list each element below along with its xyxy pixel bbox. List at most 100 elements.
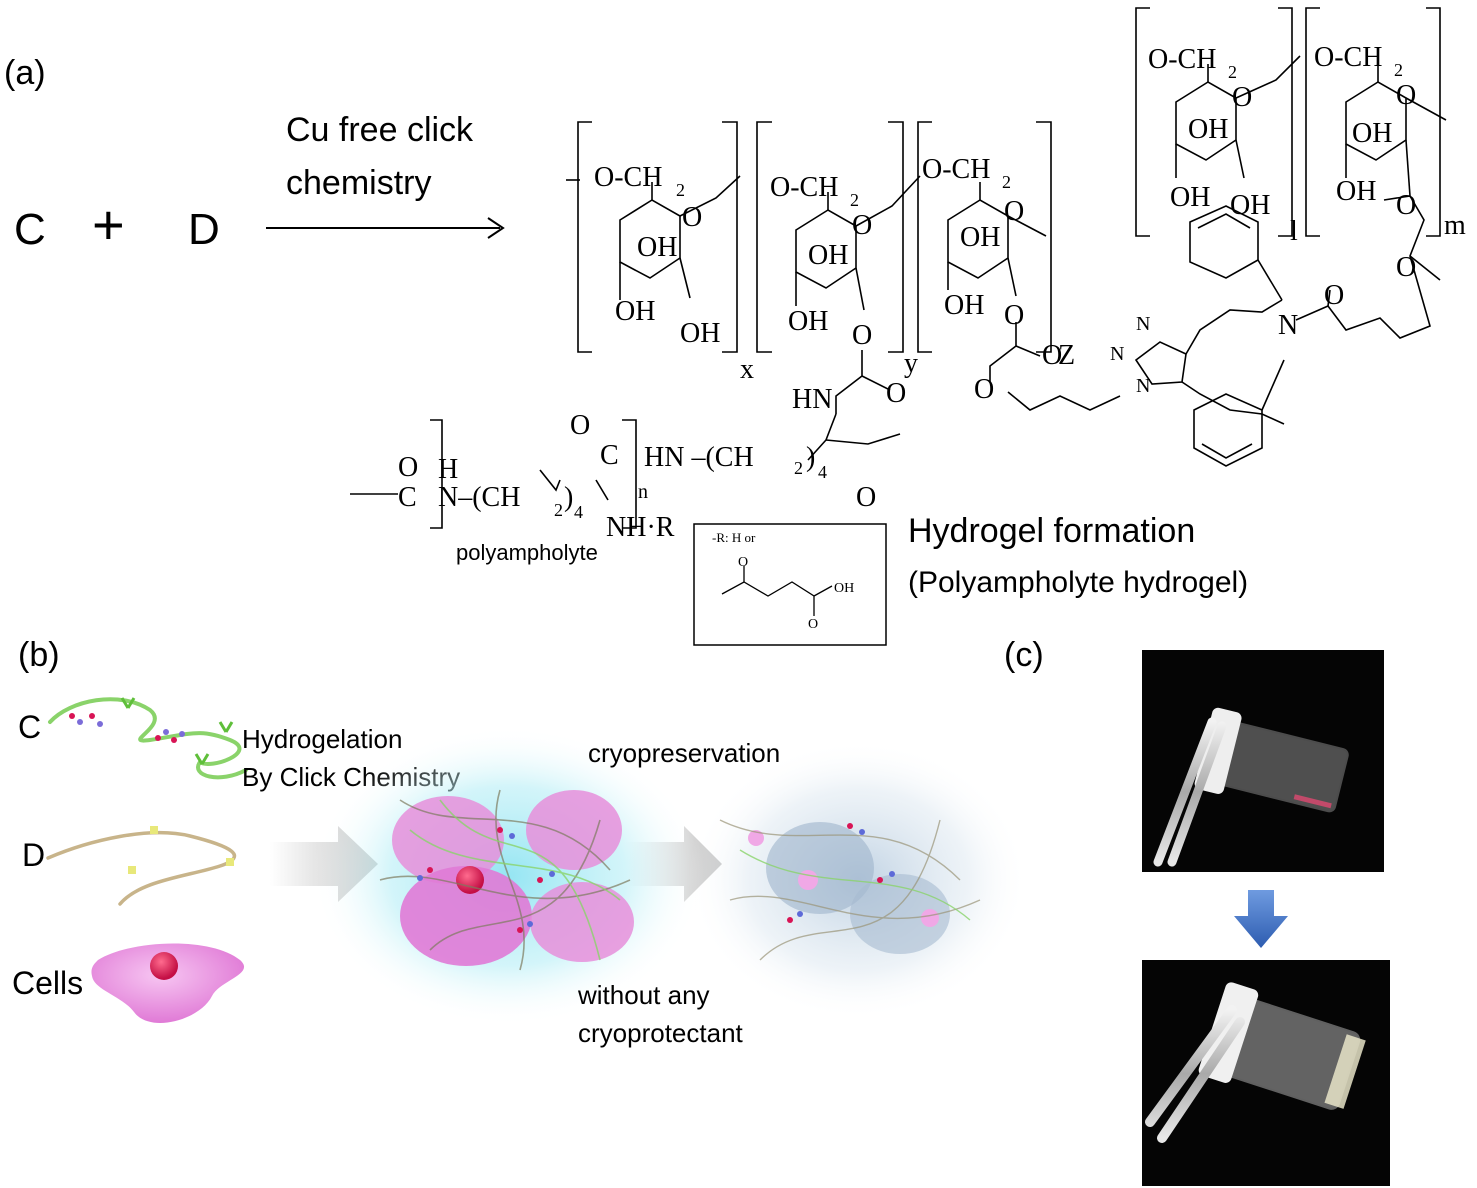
reaction-arrow — [266, 217, 505, 239]
panel-c-label: (c) — [1004, 636, 1044, 674]
c-strand-label: C — [18, 709, 41, 745]
ring5-oh-b: OH — [1336, 176, 1376, 207]
carbamate-o: O — [886, 378, 906, 409]
panel-a-label: (a) — [4, 54, 46, 92]
sub-y: y — [904, 348, 918, 379]
r-box-title: -R: H or — [712, 530, 756, 545]
polyampholyte-labels: O C H N–(CH 2 ) 4 O C n HN –(CH 2 ) 4 O … — [398, 410, 876, 543]
ring3-oh-b: OH — [944, 290, 984, 321]
cell-illustration — [91, 943, 245, 1023]
hn-label: HN — [792, 384, 832, 415]
c-polymer-strand — [48, 697, 248, 780]
pa-c-o: O — [398, 452, 418, 483]
without-line1: without any — [577, 980, 710, 1010]
sub-m: m — [1444, 210, 1466, 241]
cells-label: Cells — [12, 965, 83, 1001]
r-group-box: -R: H or O O OH — [693, 523, 887, 646]
ring4-oh-b: OH — [1170, 182, 1210, 213]
triazole-n3: N — [1136, 375, 1150, 397]
hydrogel-network — [312, 726, 704, 1026]
ring5-o-link: O — [1396, 190, 1416, 221]
dextran-structure — [350, 7, 1447, 529]
och2-2-sub: 2 — [850, 190, 859, 210]
amide-o: O — [1324, 280, 1344, 311]
och2-4: O-CH — [1148, 44, 1216, 75]
d-strand-label: D — [22, 837, 45, 873]
ester-carbonyl-o: O — [1396, 252, 1416, 283]
ring1-o: O — [682, 202, 702, 233]
pa-sub2-b: 2 — [794, 458, 803, 478]
och2-1-sub: 2 — [676, 180, 685, 200]
panel-a: (a) C + D Cu free click chemistry — [4, 7, 1466, 646]
ring3-oh-a: OH — [960, 222, 1000, 253]
pa-carbonyl-o: O — [570, 410, 590, 441]
och2-5: O-CH — [1314, 42, 1382, 73]
och2-4-sub: 2 — [1228, 62, 1237, 82]
pa-sub4-b: 4 — [818, 462, 827, 482]
amide-n: N — [1278, 310, 1298, 341]
pa-sub2-a: 2 — [554, 500, 563, 520]
dextran-labels: O-CH 2 O OH OH OH x O-CH 2 O OH OH O y O… — [594, 42, 1466, 415]
ring2-o: O — [852, 210, 872, 241]
sub-z: Z — [1058, 340, 1075, 371]
hydrogel-title: Hydrogel formation — [908, 512, 1195, 550]
pa-paren-b: ) — [806, 442, 815, 473]
panel-b: (b) C Hydrogelation By Click Chemistry D… — [12, 636, 1028, 1048]
pa-h: H — [438, 454, 458, 485]
pa-n-ch2: N–(CH — [438, 482, 520, 513]
ring3-o-link: O — [1004, 300, 1024, 331]
reactant-d: D — [188, 205, 220, 254]
vial-photo-after — [1142, 960, 1390, 1186]
och2-2: O-CH — [770, 172, 838, 203]
pa-c: C — [398, 482, 417, 513]
sub-l: l — [1290, 216, 1298, 247]
hydrogelation-line1: Hydrogelation — [242, 724, 402, 754]
blue-down-arrow — [1234, 890, 1288, 948]
ring1-oh-c: OH — [680, 318, 720, 349]
arrow-label-line2: chemistry — [286, 164, 431, 202]
pa-nh-r: NH·R — [606, 512, 675, 543]
pa-paren-a: ) — [564, 482, 573, 513]
r-box-o-1: O — [738, 555, 748, 570]
och2-1: O-CH — [594, 162, 662, 193]
ring1-oh-b: OH — [615, 296, 655, 327]
hydrogel-subtitle: (Polyampholyte hydrogel) — [908, 566, 1248, 599]
ring2-oh-a: OH — [808, 240, 848, 271]
plus-sign: + — [92, 193, 125, 256]
och2-3-sub: 2 — [1002, 172, 1011, 192]
ester-o-2: O — [974, 374, 994, 405]
d-polymer-strand — [46, 826, 237, 906]
pa-terminal-o: O — [856, 482, 876, 513]
ring2-o-link: O — [852, 320, 872, 351]
panel-c: (c) — [1004, 636, 1390, 1186]
r-box-oh: OH — [834, 581, 854, 596]
ring3-o: O — [1004, 196, 1024, 227]
panel-b-label: (b) — [18, 636, 60, 674]
ring4-oh-c: OH — [1230, 190, 1270, 221]
ester-o-1: O — [1042, 340, 1062, 371]
och2-3: O-CH — [922, 154, 990, 185]
without-line2: cryoprotectant — [578, 1018, 744, 1048]
ring5-o: O — [1396, 80, 1416, 111]
ring5-oh-a: OH — [1352, 118, 1392, 149]
pa-hn-ch2: HN –(CH — [644, 442, 754, 473]
triazole-n2: N — [1110, 343, 1124, 365]
triazole-n1: N — [1136, 313, 1150, 335]
ring4-oh-a: OH — [1188, 114, 1228, 145]
ring4-o: O — [1232, 82, 1252, 113]
reactant-c: C — [14, 205, 46, 254]
vial-photo-before — [1142, 650, 1384, 872]
cryopreserved-network — [688, 740, 1028, 1020]
och2-5-sub: 2 — [1394, 60, 1403, 80]
ring2-oh-b: OH — [788, 306, 828, 337]
ring1-oh-a: OH — [637, 232, 677, 263]
arrow-label-line1: Cu free click — [286, 111, 474, 149]
polyampholyte-label: polyampholyte — [456, 540, 598, 565]
pa-carbonyl-c: C — [600, 440, 619, 471]
cryopreservation-label: cryopreservation — [588, 738, 780, 768]
pa-sub-n: n — [638, 481, 648, 503]
sub-x: x — [740, 354, 754, 385]
pa-sub4-a: 4 — [574, 502, 583, 522]
r-box-o-2: O — [808, 617, 818, 632]
